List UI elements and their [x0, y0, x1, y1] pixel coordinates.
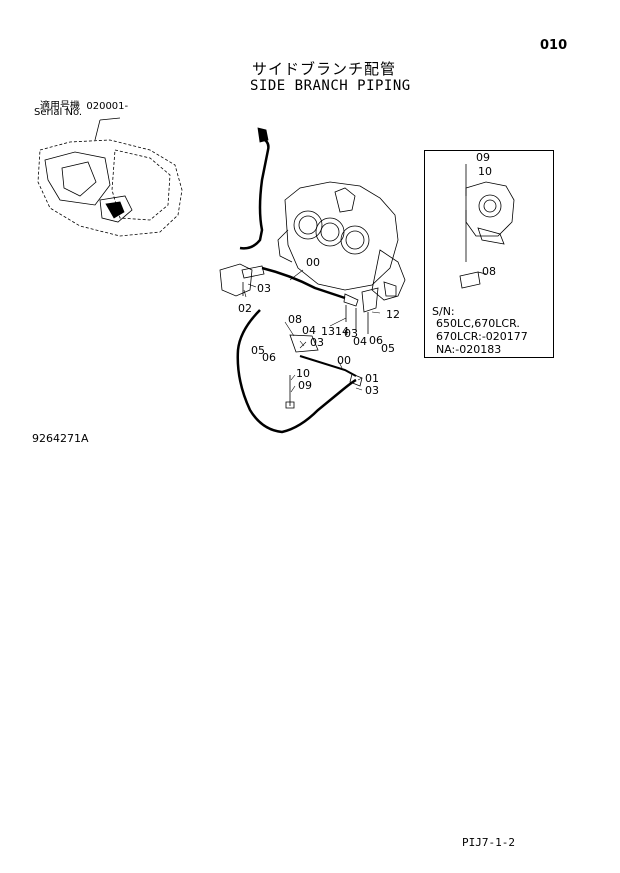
hose-00-lower — [236, 309, 357, 434]
inset-callout-08: 08 — [482, 265, 496, 278]
callout-03-a: 03 — [257, 282, 271, 295]
footer-page-code: PIJ7-1-2 — [462, 836, 515, 849]
page-number: 010 — [540, 38, 568, 53]
side-branch-valve-block — [277, 181, 406, 301]
callout-02: 02 — [238, 302, 252, 315]
callout-12: 12 — [386, 308, 400, 321]
inset-sn-line-1: 650LC,670LCR. — [436, 317, 520, 330]
inset-callout-09: 09 — [476, 151, 490, 164]
callout-04-b: 04 — [353, 335, 367, 348]
callout-1314: 1314 — [321, 325, 349, 338]
figure-number: 9264271A — [32, 432, 89, 445]
callout-08: 08 — [288, 313, 302, 326]
inset-sn-label: S/N: — [432, 305, 455, 318]
callout-09: 09 — [298, 379, 312, 392]
callout-00-lower: 00 — [337, 354, 351, 367]
title-english: SIDE BRANCH PIPING — [250, 78, 411, 94]
callout-03-c: 03 — [310, 336, 324, 349]
title-japanese: サイドブランチ配管 — [252, 60, 397, 78]
callout-10: 10 — [296, 367, 310, 380]
upper-hose — [239, 136, 270, 250]
callout-04-a: 04 — [302, 324, 316, 337]
callout-05-b: 05 — [251, 344, 265, 357]
machine-overview-sketch — [37, 117, 183, 237]
inset-sn-line-2: 670LCR:-020177 — [436, 330, 528, 343]
callout-05-a: 05 — [381, 342, 395, 355]
inset-drawing — [459, 164, 515, 289]
callout-00-upper: 00 — [306, 256, 320, 269]
serial-range: 020001- — [86, 101, 129, 112]
callout-06-a: 06 — [369, 334, 383, 347]
serial-label-en: Serial No. — [34, 107, 83, 118]
serial-applicability: 適用号機 020001- — [40, 97, 128, 112]
inset-callout-10: 10 — [478, 165, 492, 178]
callout-01: 01 — [365, 372, 379, 385]
serial-label-jp: 適用号機 — [40, 101, 80, 112]
callout-03-b: 03 — [344, 327, 358, 340]
inset-sn-line-3: NA:-020183 — [436, 343, 502, 356]
callout-06-b: 06 — [262, 351, 276, 364]
serial-variant-inset — [424, 150, 554, 358]
callout-03-d: 03 — [365, 384, 379, 397]
